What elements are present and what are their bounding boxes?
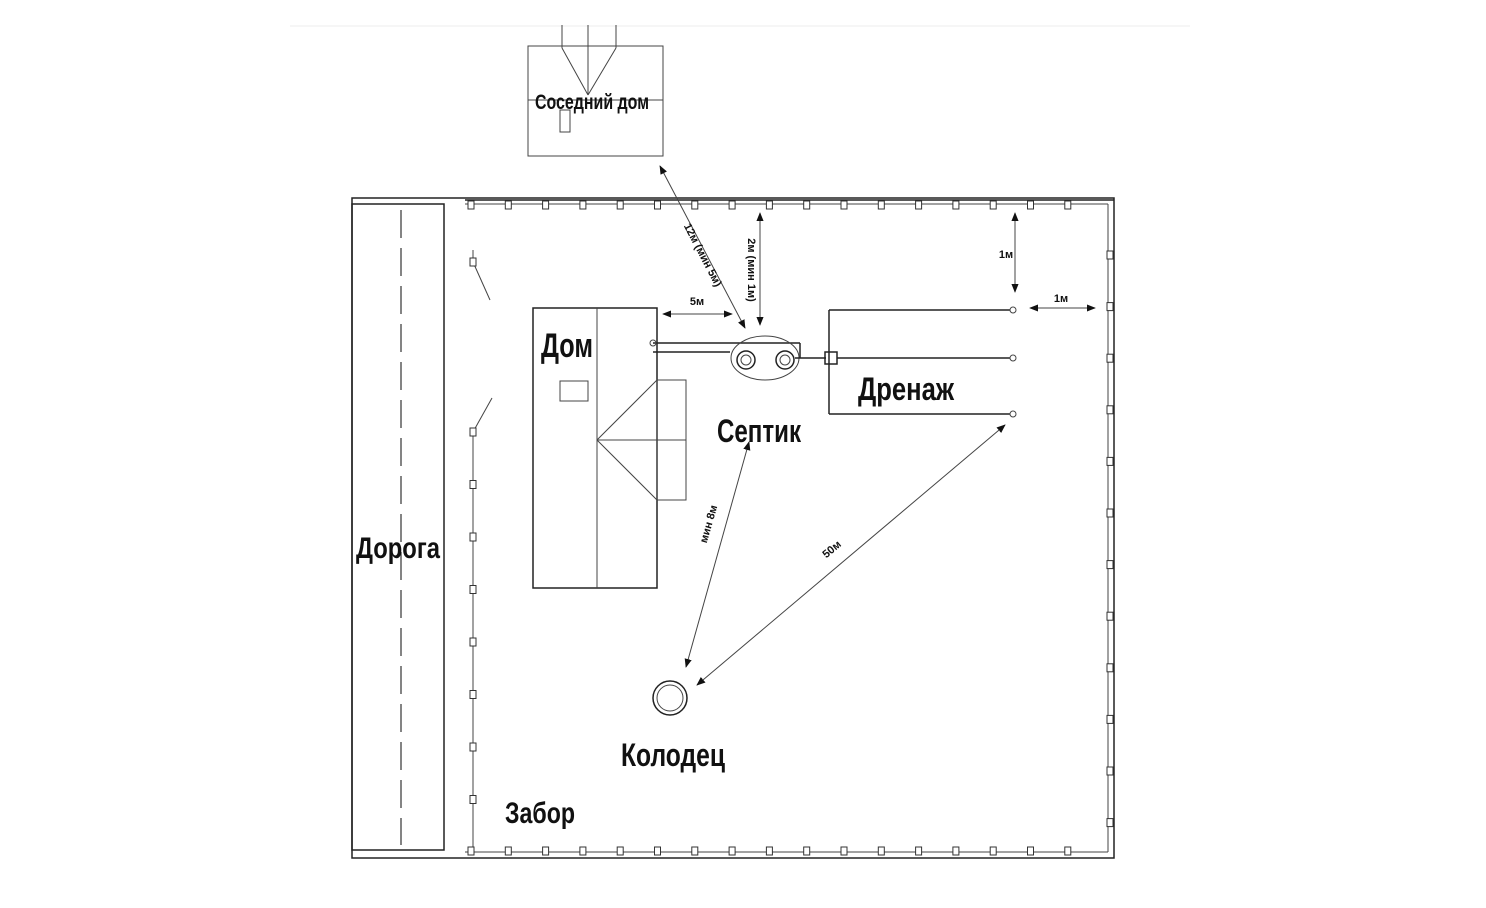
fence-post: [1106, 405, 1114, 415]
fence-post: [616, 200, 624, 210]
fence-post: [469, 637, 477, 647]
fence-post: [469, 427, 477, 437]
fence-post: [1106, 302, 1114, 312]
fence-post: [1106, 714, 1114, 724]
fence-post: [469, 690, 477, 699]
fence-post: [877, 846, 885, 856]
house-label: Дом: [541, 327, 593, 365]
fence-post: [654, 200, 661, 210]
fence-post: [579, 200, 587, 210]
fence: [465, 199, 1114, 856]
fence-post: [1064, 846, 1072, 856]
fence-post: [1106, 766, 1114, 776]
fence-post: [1106, 508, 1114, 518]
well: Колодец: [621, 680, 725, 773]
dim-drain-well-label: 50м: [820, 539, 843, 561]
fence-post: [1106, 611, 1114, 621]
fence-post: [989, 846, 997, 856]
drainage-label: Дренаж: [858, 371, 954, 407]
fence-post: [504, 200, 512, 210]
dim-drain-top-label: 1м: [999, 249, 1013, 261]
dim-septic-well-label: мин 8м: [698, 504, 720, 545]
fence-post: [469, 257, 477, 267]
fence-post: [952, 846, 960, 856]
fence-post: [469, 532, 477, 542]
fence-post: [1106, 560, 1114, 570]
fence-post: [989, 200, 997, 210]
fence-post: [504, 846, 512, 856]
fence-post: [467, 846, 475, 856]
fence-post: [803, 200, 811, 210]
fence-post: [728, 846, 736, 856]
fence-label: Забор: [505, 797, 575, 830]
fence-post: [1027, 200, 1034, 210]
neighbor-house: Соседний дом: [527, 25, 664, 157]
fence-post: [469, 795, 477, 804]
fence-post: [915, 200, 923, 210]
dim-drain-side-label: 1м: [1054, 293, 1068, 305]
fence-post: [952, 200, 960, 210]
fence-post: [542, 200, 550, 210]
fence-post: [691, 200, 699, 210]
fence-post: [1106, 456, 1114, 466]
neighbor-house-label: Соседний дом: [535, 91, 649, 114]
fence-post: [616, 846, 624, 856]
dim-drain-well: [696, 424, 1006, 686]
septic-label: Септик: [717, 413, 802, 449]
fence-post: [877, 200, 885, 210]
dim-neighbor-septic-label: 12м (мин 5м): [681, 222, 724, 290]
fence-post: [542, 846, 550, 856]
road-label: Дорога: [356, 532, 440, 565]
fence-post: [765, 200, 773, 210]
house: Дом: [532, 307, 687, 589]
fence-post: [469, 585, 477, 594]
road: Дорога: [351, 203, 445, 851]
fence-post: [469, 480, 477, 489]
fence-post: [469, 742, 477, 752]
fence-post: [467, 200, 475, 210]
dim-neighbor-septic: [659, 165, 746, 329]
fence-post: [765, 846, 773, 856]
fence-post: [1106, 663, 1114, 673]
well-label: Колодец: [621, 737, 725, 773]
fence-post: [1106, 818, 1114, 828]
fence-post: [654, 846, 661, 856]
fence-post: [803, 846, 811, 856]
plot-boundary: [351, 197, 1115, 859]
fence-post: [1064, 200, 1072, 210]
dim-fence-septic-label: 2м (мин 1м): [745, 238, 757, 302]
fence-post: [691, 846, 699, 856]
fence-post: [1106, 353, 1114, 363]
fence-post: [579, 846, 587, 856]
fence-post: [1106, 250, 1114, 260]
fence-post: [840, 846, 848, 856]
dim-septic-well: [684, 441, 751, 668]
drainage-field: Дренаж: [824, 306, 1017, 418]
septic-tank: Септик: [649, 335, 826, 449]
dim-house-septic-label: 5м: [690, 296, 704, 308]
fence-post: [1027, 846, 1034, 856]
fence-post: [915, 846, 923, 856]
fence-post: [728, 200, 736, 210]
fence-post: [840, 200, 848, 210]
